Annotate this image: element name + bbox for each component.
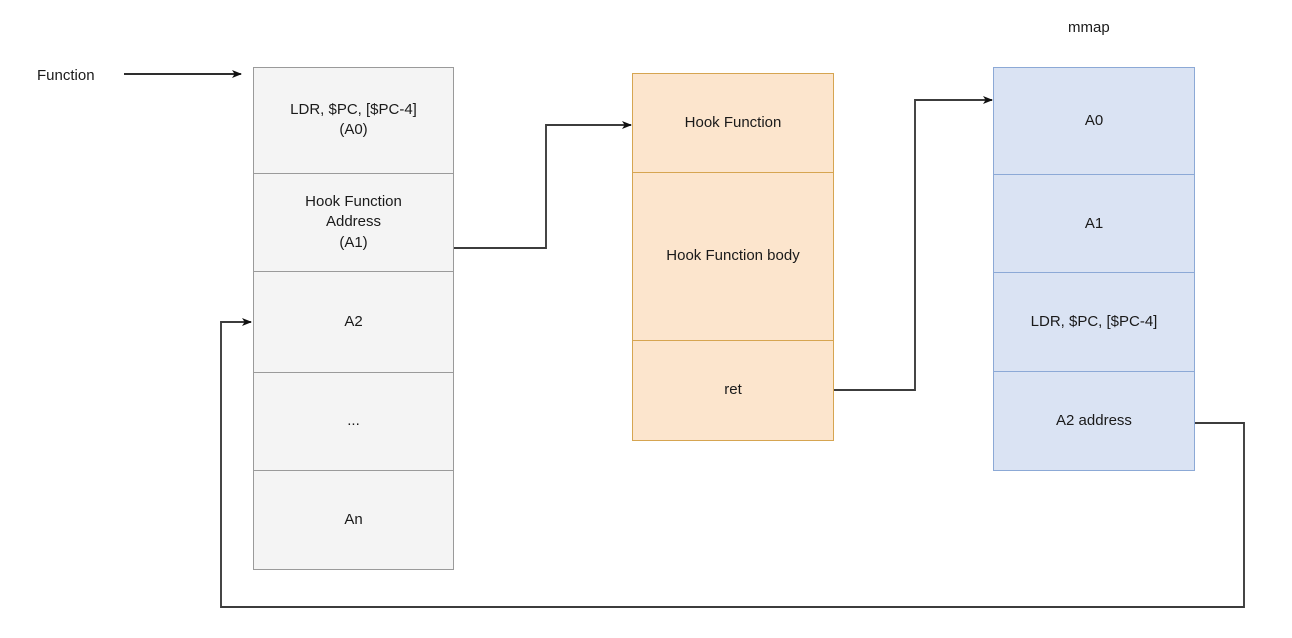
- function-cell-a1[interactable]: Hook Function Address (A1): [254, 173, 453, 273]
- mmap-cell-a1[interactable]: A1: [994, 175, 1194, 273]
- function-column: LDR, $PC, [$PC-4] (A0) Hook Function Add…: [253, 67, 454, 570]
- ret-to-mmap-arrow: [833, 96, 993, 391]
- mmap-cell-ldr[interactable]: LDR, $PC, [$PC-4]: [994, 272, 1194, 372]
- function-cell-an[interactable]: An: [254, 471, 453, 569]
- hook-function-column: Hook Function Hook Function body ret: [632, 73, 834, 441]
- mmap-label: mmap: [1068, 19, 1110, 36]
- hook-cell-ret[interactable]: ret: [633, 341, 833, 440]
- function-cell-a0[interactable]: LDR, $PC, [$PC-4] (A0): [254, 68, 453, 174]
- hook-cell-hook-function[interactable]: Hook Function: [633, 74, 833, 173]
- hook-cell-hook-function-body[interactable]: Hook Function body: [633, 173, 833, 341]
- mmap-column: A0 A1 LDR, $PC, [$PC-4] A2 address: [993, 67, 1195, 471]
- function-label: Function: [37, 67, 95, 84]
- function-cell-a2[interactable]: A2: [254, 272, 453, 373]
- function-cell-ellipsis[interactable]: ...: [254, 372, 453, 472]
- mmap-cell-a0[interactable]: A0: [994, 68, 1194, 176]
- hook-address-to-hook-function-arrow: [454, 121, 632, 249]
- mmap-cell-a2-address[interactable]: A2 address: [994, 371, 1194, 470]
